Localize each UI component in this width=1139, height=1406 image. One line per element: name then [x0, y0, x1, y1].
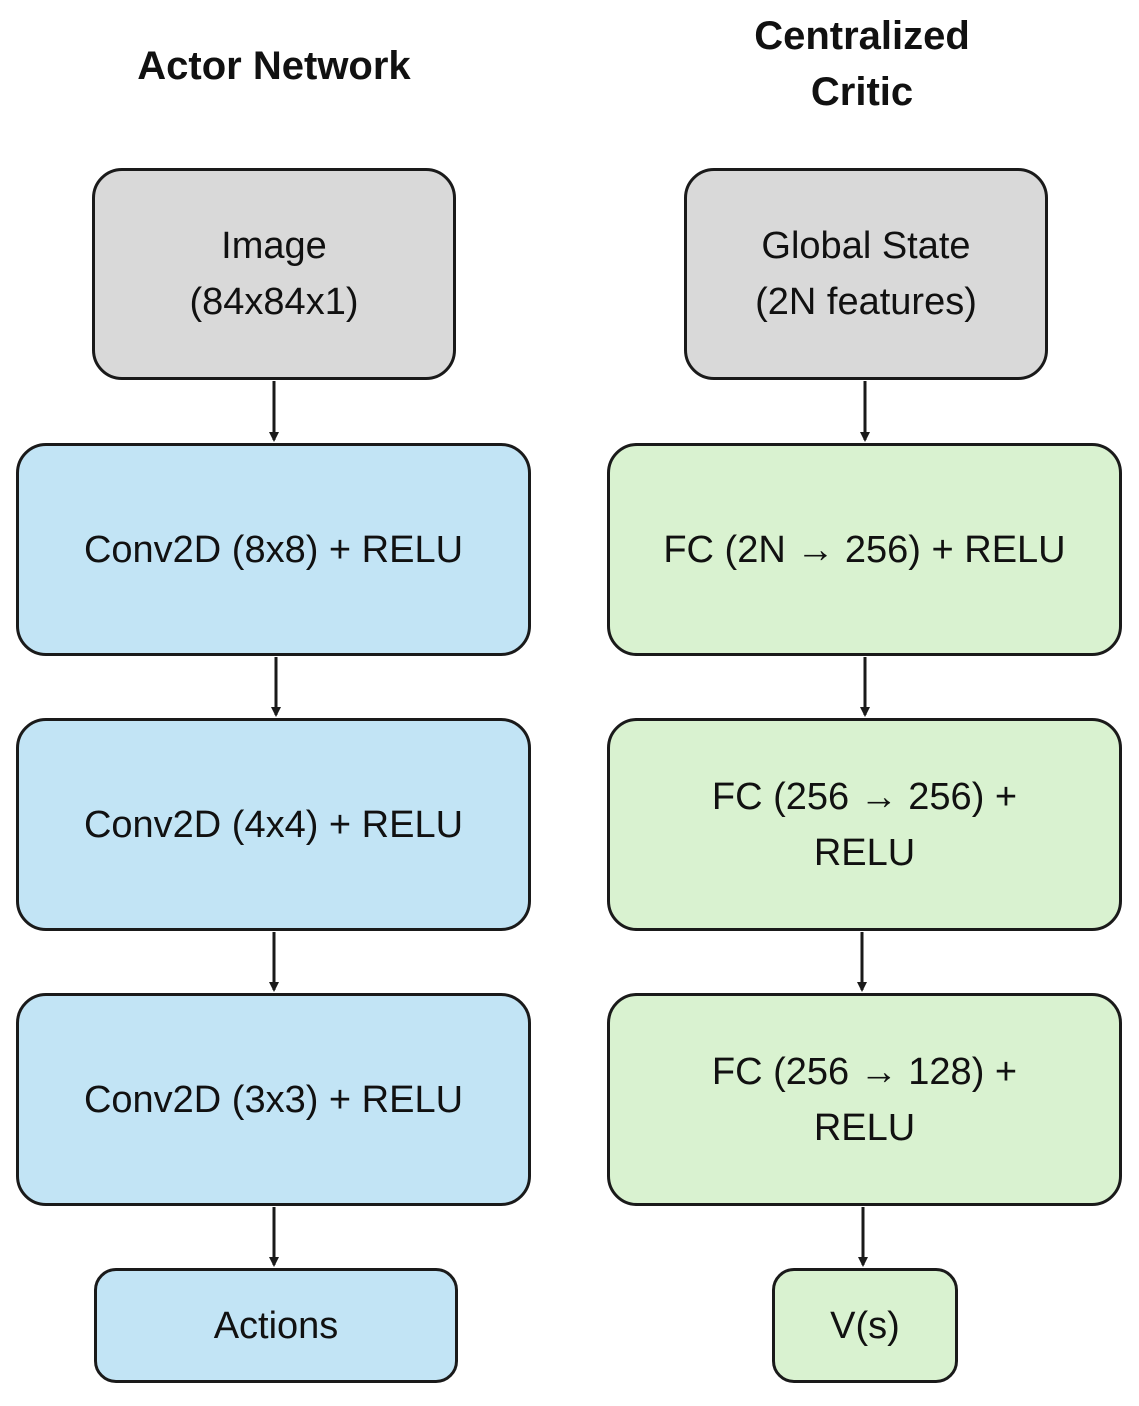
- actor-network-title: Actor Network: [137, 44, 411, 88]
- critic-layer-box: FC (256 → 256) + RELU: [607, 718, 1122, 931]
- actor-input-box: Image (84x84x1): [92, 168, 456, 380]
- critic-layer-box: FC (256 → 128) + RELU: [607, 993, 1122, 1206]
- critic-input-label: Global State (2N features): [755, 225, 977, 323]
- critic-layer-label: FC (256 → 128) + RELU: [711, 1050, 1018, 1149]
- actor-layer-box: Conv2D (8x8) + RELU: [16, 443, 531, 656]
- actor-layer-label: Conv2D (4x4) + RELU: [83, 803, 464, 846]
- actor-layer-label: Conv2D (8x8) + RELU: [83, 528, 464, 571]
- critic-layer-label: FC (256 → 256) + RELU: [711, 775, 1018, 874]
- actor-output-label: Actions: [213, 1304, 339, 1347]
- critic-output-label: V(s): [830, 1304, 900, 1347]
- actor-layer-box: Conv2D (3x3) + RELU: [16, 993, 531, 1206]
- actor-layer-box: Conv2D (4x4) + RELU: [16, 718, 531, 931]
- centralized-critic-title: Centralized Critic: [754, 14, 970, 114]
- critic-layer-label: FC (2N → 256) + RELU: [663, 528, 1066, 571]
- actor-layer-label: Conv2D (3x3) + RELU: [83, 1078, 464, 1121]
- actor-output-box: Actions: [94, 1268, 458, 1383]
- actor-input-label: Image (84x84x1): [189, 225, 359, 323]
- critic-output-box: V(s): [772, 1268, 958, 1383]
- critic-layer-box: FC (2N → 256) + RELU: [607, 443, 1122, 656]
- critic-input-box: Global State (2N features): [684, 168, 1048, 380]
